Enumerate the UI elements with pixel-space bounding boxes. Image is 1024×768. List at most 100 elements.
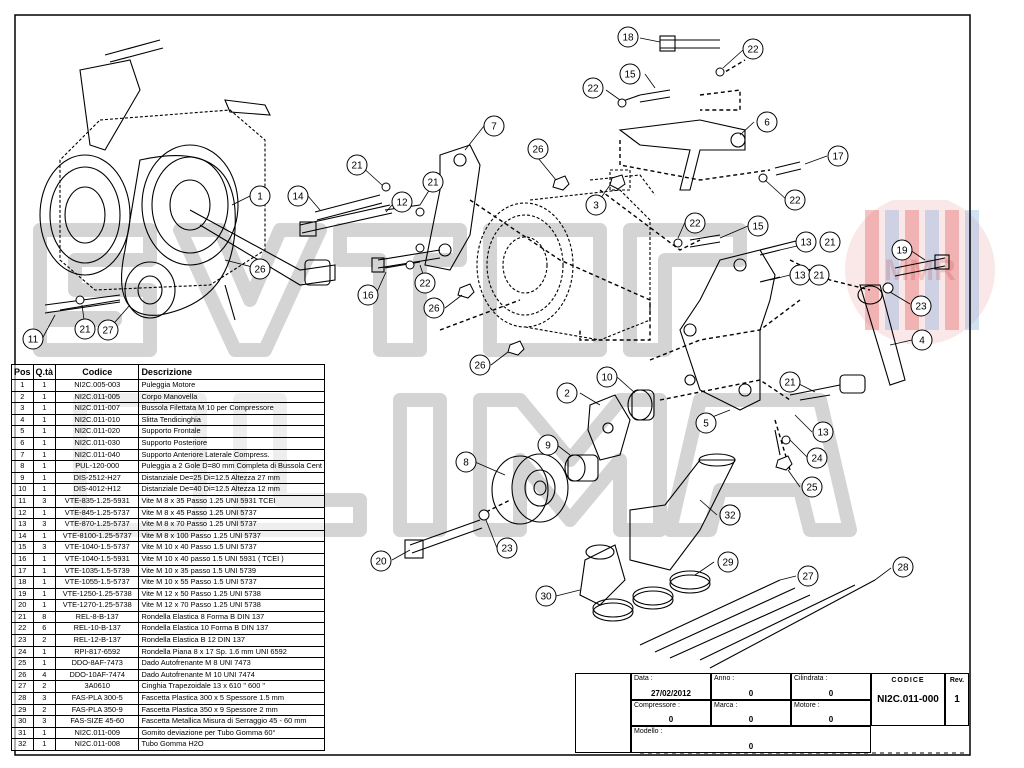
callout-number: 21 <box>824 238 836 249</box>
date-cell: Data : 27/02/2012 <box>631 673 711 700</box>
row-description: Puleggia Motore <box>138 379 325 392</box>
row-pos: 30 <box>11 715 34 728</box>
callout-number: 7 <box>491 122 497 133</box>
callout-number: 22 <box>689 219 701 230</box>
row-qty: 1 <box>32 390 57 404</box>
callout-balloon: 15 <box>747 215 769 237</box>
callout-number: 19 <box>896 246 908 257</box>
callout-number: 6 <box>764 118 770 129</box>
row-description: Distanziale De=40 Di=12.5 Altezza 12 mm <box>138 483 325 496</box>
revision-cell: Rev. 1 <box>945 673 969 726</box>
callout-number: 11 <box>28 335 39 346</box>
callout-number: 21 <box>351 161 363 172</box>
callout-number: 21 <box>427 178 439 189</box>
callout-circle <box>391 191 413 213</box>
callout-number: 26 <box>254 265 266 276</box>
callout-number: 10 <box>601 373 613 384</box>
row-description: Fascetta Metallica Misura di Serraggio 4… <box>138 715 325 728</box>
callout-circle <box>717 551 739 573</box>
revision-value: 1 <box>954 694 960 705</box>
callout-number: 30 <box>540 592 552 603</box>
row-code: VTE-1270-1.25-5738 <box>55 599 140 612</box>
row-description: Puleggia a 2 Gole D=80 mm Completa di Bu… <box>138 460 325 473</box>
row-qty: 4 <box>32 668 57 682</box>
callout-circle <box>742 38 764 60</box>
callout-balloon: 30 <box>535 585 557 607</box>
callout-balloon: 22 <box>684 212 706 234</box>
callout-circle <box>74 318 96 340</box>
rear-bracket <box>618 35 746 191</box>
callout-balloon: 26 <box>249 258 271 280</box>
callout-circle <box>695 412 717 434</box>
row-pos: 8 <box>11 460 34 473</box>
callout-balloon: 26 <box>469 354 491 376</box>
row-pos: 16 <box>11 552 34 566</box>
row-qty: 3 <box>32 541 57 554</box>
row-qty: 1 <box>32 726 57 740</box>
row-pos: 4 <box>11 413 34 427</box>
callout-circle <box>469 354 491 376</box>
row-qty: 2 <box>32 680 57 694</box>
callout-circle <box>617 26 639 48</box>
callout-circle <box>684 212 706 234</box>
row-description: Gomito deviazione per Tubo Gomma 60° <box>138 726 325 740</box>
callout-balloon: 3 <box>585 194 607 216</box>
callout-number: 29 <box>722 558 734 569</box>
row-code: PUL-120-000 <box>55 460 140 473</box>
row-qty: 1 <box>32 529 57 543</box>
row-pos: 18 <box>11 576 34 589</box>
displacement-label: Cilindrata : <box>794 675 828 682</box>
callout-circle <box>287 185 309 207</box>
washers-nuts <box>75 67 894 521</box>
callout-balloon: 12 <box>391 191 413 213</box>
row-description: Vite M 10 x 40 Passo 1.5 UNI 5737 <box>138 541 325 554</box>
callout-number: 22 <box>587 84 599 95</box>
callout-number: 15 <box>624 70 636 81</box>
row-code: NI2C.011-040 <box>55 448 140 462</box>
row-description: Cinghia Trapezoidale 13 x 610 " 600 " <box>138 680 325 694</box>
date-label: Data : <box>634 675 653 682</box>
engine-pulley <box>141 144 239 266</box>
row-code: DDO-10AF-7474 <box>55 668 140 682</box>
callout-circle <box>892 556 914 578</box>
engine-label: Motore : <box>794 702 820 709</box>
callout-balloon: 26 <box>423 297 445 319</box>
callout-number: 13 <box>800 238 812 249</box>
row-pos: 21 <box>11 610 34 624</box>
row-description: Corpo Manovella <box>138 390 325 404</box>
revision-label: Rev. <box>949 677 965 684</box>
callout-balloon: 29 <box>717 551 739 573</box>
callout-number: 27 <box>802 572 814 583</box>
row-code: FAS-PLA 300-5 <box>55 692 140 705</box>
row-qty: 1 <box>32 657 57 670</box>
row-description: Dado Autofrenante M 8 UNI 7473 <box>138 657 325 670</box>
row-qty: 1 <box>32 645 57 659</box>
row-description: Tubo Gomma H2O <box>138 738 325 751</box>
callout-circle <box>537 434 559 456</box>
displacement-value: 0 <box>828 689 834 698</box>
row-code: NI2C.011-010 <box>55 413 140 427</box>
callout-balloon: 25 <box>801 476 823 498</box>
row-pos: 25 <box>11 657 34 670</box>
callout-circle <box>422 171 444 193</box>
callout-circle <box>585 194 607 216</box>
code-cell: CODICE NI2C.011-000 <box>871 673 945 726</box>
callout-circle <box>596 366 618 388</box>
row-description: Supporto Frontale <box>138 425 325 438</box>
callout-balloon: 16 <box>357 284 379 306</box>
callout-circle <box>527 138 549 160</box>
callout-number: 22 <box>747 45 759 56</box>
row-pos: 3 <box>11 402 34 415</box>
row-description: Vite M 12 x 70 Passo 1.25 UNI 5738 <box>138 599 325 612</box>
brand-label: Marca : <box>714 702 738 709</box>
callout-circle <box>22 328 44 350</box>
callout-balloon: 23 <box>496 537 518 559</box>
